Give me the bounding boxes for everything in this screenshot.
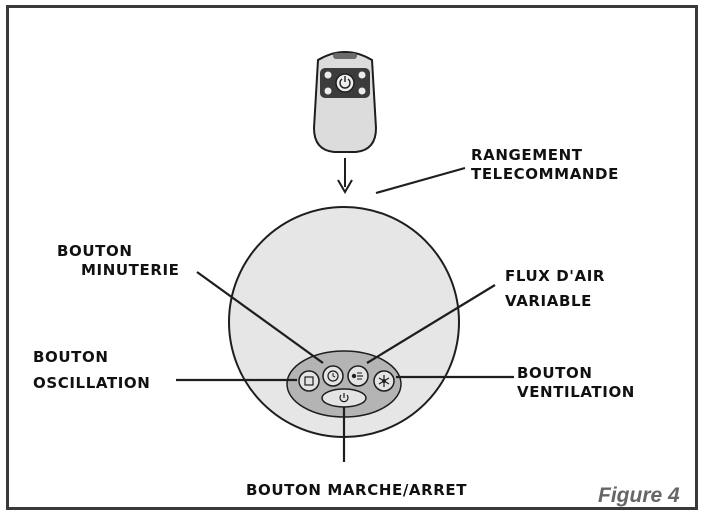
oscillation-label: BOUTON OSCILLATION <box>33 348 150 393</box>
airflow-label: FLUX D'AIR VARIABLE <box>505 267 605 311</box>
timer-button[interactable] <box>322 365 344 387</box>
timer-label-line1: BOUTON <box>57 242 133 260</box>
figure-caption: Figure 4 <box>598 484 680 507</box>
remote-oscillation-icon <box>324 71 332 79</box>
airflow-button[interactable] <box>347 365 369 387</box>
oscillation-label-line1: BOUTON <box>33 348 109 366</box>
oscillation-button[interactable] <box>298 370 320 392</box>
ventilation-label: BOUTON VENTILATION <box>517 364 635 402</box>
ventilation-button[interactable] <box>373 370 395 392</box>
fan-icon <box>378 375 390 387</box>
remote-timer-icon <box>358 71 366 79</box>
ventilation-label-line1: BOUTON <box>517 364 593 382</box>
timer-label-line2: MINUTERIE <box>81 261 180 279</box>
airflow-label-line2: VARIABLE <box>505 292 592 310</box>
storage-label: RANGEMENT TELECOMMANDE <box>471 146 619 184</box>
clock-icon <box>327 370 339 382</box>
storage-leader-line <box>375 166 466 195</box>
remote-logo <box>333 53 357 59</box>
power-button[interactable] <box>321 388 367 408</box>
storage-label-line2: TELECOMMANDE <box>471 165 619 183</box>
remote-fan-icon <box>358 87 366 95</box>
power-label: BOUTON MARCHE/ARRET <box>246 481 468 499</box>
ventilation-label-line2: VENTILATION <box>517 383 635 401</box>
oscillation-label-line2: OSCILLATION <box>33 374 151 392</box>
power-icon <box>339 393 349 403</box>
airflow-icon <box>351 372 363 380</box>
oscillation-icon <box>304 376 314 386</box>
timer-label: BOUTON MINUTERIE <box>57 242 180 280</box>
remote-power-icon <box>335 73 355 93</box>
storage-arrow <box>337 158 353 194</box>
airflow-label-line1: FLUX D'AIR <box>505 267 606 285</box>
remote-airflow-icon <box>324 87 332 95</box>
timer-leader-line <box>196 271 324 364</box>
remote-control <box>312 51 378 153</box>
airflow-leader-line <box>366 284 496 364</box>
storage-label-line1: RANGEMENT <box>471 146 583 164</box>
